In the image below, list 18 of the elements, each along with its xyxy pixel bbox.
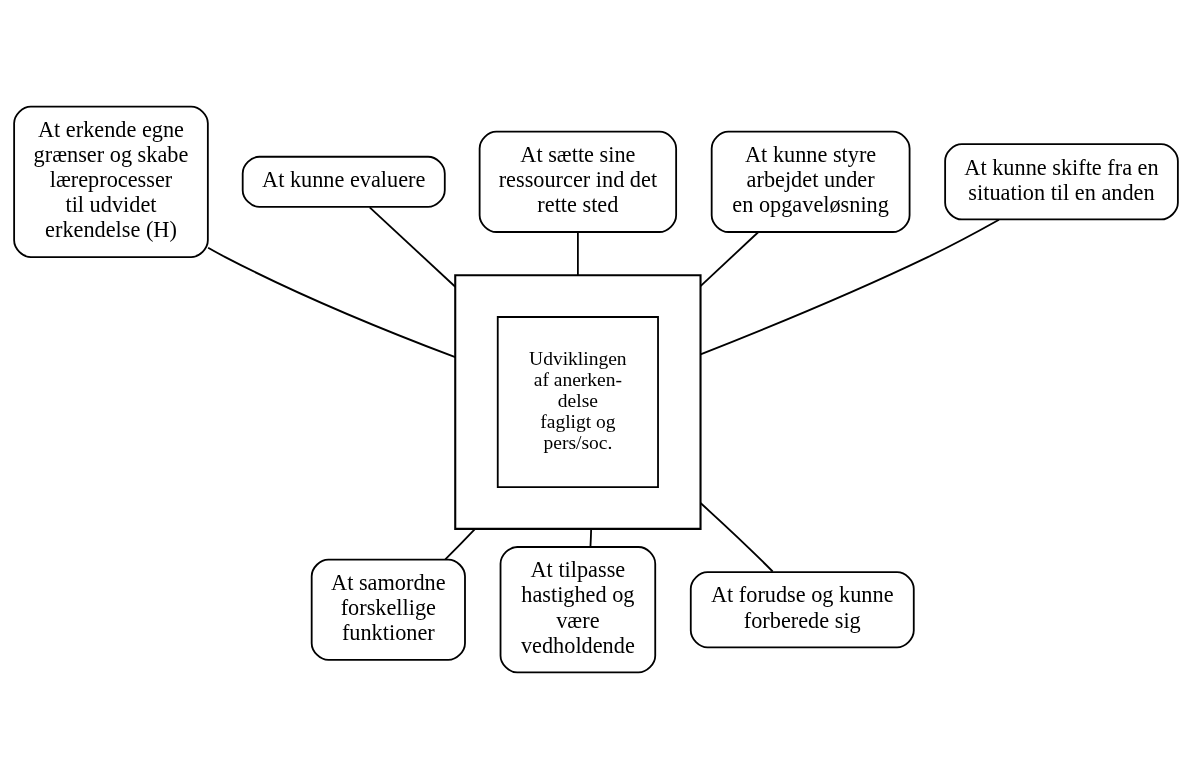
connector xyxy=(589,527,593,548)
connector xyxy=(368,205,457,288)
connector xyxy=(576,230,579,276)
node-box: At tilpasse hastighed og være vedholdende xyxy=(499,545,657,673)
cluster xyxy=(454,273,702,530)
node-box: At samordne forskellige funktioner xyxy=(310,558,466,661)
connector xyxy=(699,218,1000,355)
connector xyxy=(444,527,476,560)
node-box: At kunne styre arbejdet under en opgaveløsning xyxy=(710,130,911,233)
connector xyxy=(699,501,774,572)
node-box: At erkende egne grænser og skabe læreprocesser til udvidet erkendelse (H) xyxy=(13,105,209,258)
node-box: At sætte sine ressourcer ind det rette sted xyxy=(478,130,678,233)
connector xyxy=(699,230,760,287)
node-box: At forudse og kunne forberede sig xyxy=(689,570,915,648)
connector xyxy=(207,246,457,358)
node-box: Udviklingen af anerken- delse fagligt og pers/soc. xyxy=(496,315,659,488)
node-box: At kunne evaluere xyxy=(241,155,446,208)
node-box: At kunne skifte fra en situation til en anden xyxy=(944,142,1179,220)
